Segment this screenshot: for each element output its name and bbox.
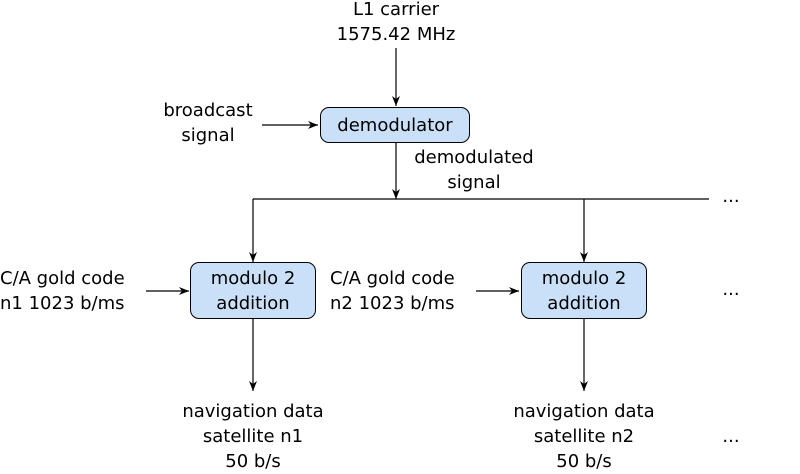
bus-continuation-ellipsis: ... [722, 186, 740, 207]
code-n1-label: C/A gold code n1 1023 b/ms [0, 266, 142, 316]
modulo-2-addition-label-n1: modulo 2 addition [211, 266, 296, 316]
l1-carrier-label: L1 carrier 1575.42 MHz [318, 0, 474, 47]
code-n2-label-line2: n2 1023 b/ms [330, 293, 455, 314]
adder-n2-label-line1: modulo 2 [541, 267, 627, 289]
adder-continuation-ellipsis: ... [722, 279, 740, 300]
demodulator-label: demodulator [337, 114, 453, 136]
adder-n1-label-line2: addition [216, 292, 290, 314]
broadcast-signal-label-line1: broadcast [163, 100, 253, 121]
navigation-data-n1-rate: 50 b/s [225, 451, 281, 472]
code-n2-label-line1: C/A gold code [330, 268, 455, 289]
modulo-2-addition-node-n1: modulo 2 addition [190, 262, 316, 319]
broadcast-signal-label: broadcast signal [148, 98, 268, 148]
navigation-data-n1-line2: satellite n1 [202, 426, 304, 447]
demodulated-signal-label-line2: signal [447, 172, 501, 193]
output-continuation-ellipsis: ... [722, 426, 740, 447]
l1-carrier-label-line1: L1 carrier [352, 0, 440, 20]
navigation-data-n2-rate: 50 b/s [556, 451, 612, 472]
navigation-data-n2-line1: navigation data [513, 401, 655, 422]
navigation-data-n1-label: navigation data satellite n1 50 b/s [163, 399, 343, 474]
modulo-2-addition-node-n2: modulo 2 addition [521, 262, 647, 319]
code-n1-label-line2: n1 1023 b/ms [0, 293, 125, 314]
l1-carrier-frequency: 1575.42 MHz [336, 24, 456, 45]
broadcast-signal-label-line2: signal [181, 125, 235, 146]
navigation-data-n2-label: navigation data satellite n2 50 b/s [494, 399, 674, 474]
adder-n2-label-line2: addition [547, 292, 621, 314]
demodulator-node: demodulator [320, 107, 470, 143]
code-n2-label: C/A gold code n2 1023 b/ms [330, 266, 472, 316]
modulo-2-addition-label-n2: modulo 2 addition [542, 266, 627, 316]
demodulated-signal-label: demodulated signal [400, 145, 548, 195]
adder-n1-label-line1: modulo 2 [210, 267, 296, 289]
demodulated-signal-label-line1: demodulated [414, 147, 534, 168]
navigation-data-n2-line2: satellite n2 [533, 426, 635, 447]
code-n1-label-line1: C/A gold code [0, 268, 125, 289]
navigation-data-n1-line1: navigation data [182, 401, 324, 422]
